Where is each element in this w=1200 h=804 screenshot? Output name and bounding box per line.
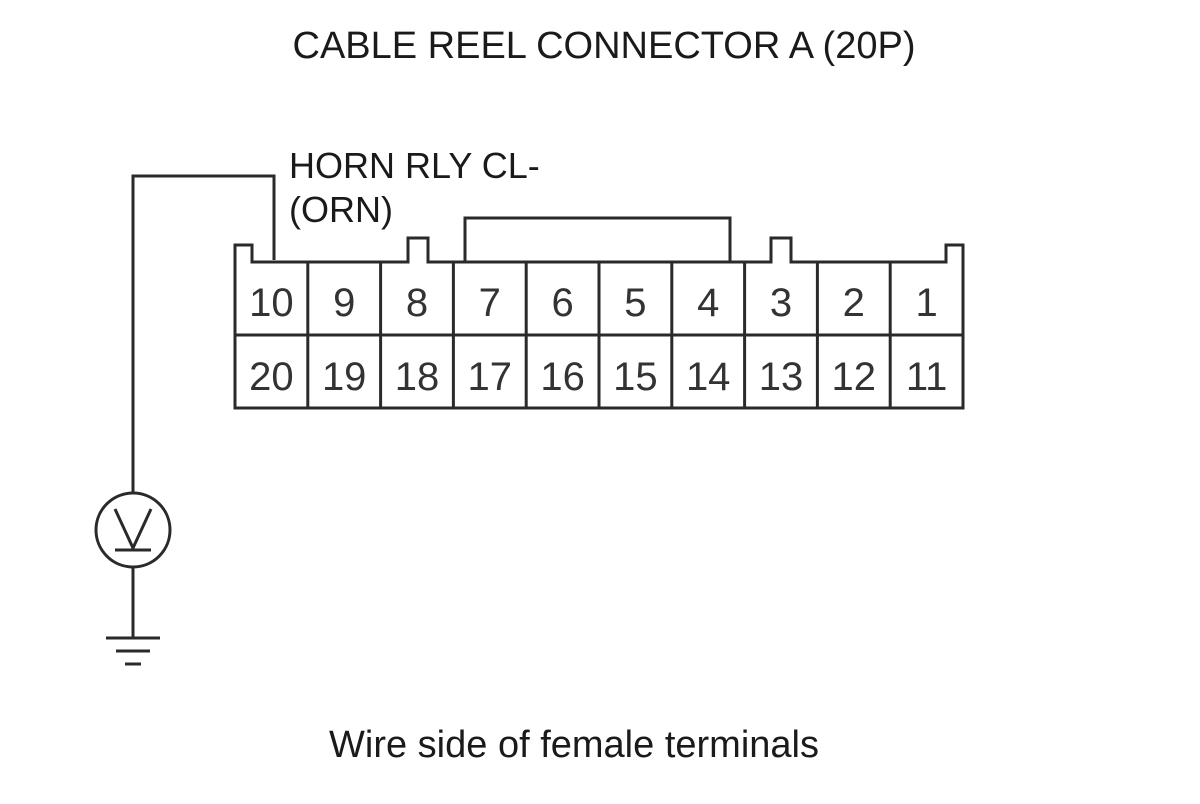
- column-dividers: [306, 262, 892, 408]
- ground-icon: [106, 636, 160, 666]
- pin-number: 6: [551, 281, 573, 325]
- pin-number: 13: [759, 355, 804, 399]
- pin-number: 15: [613, 355, 658, 399]
- pin-number: 4: [697, 281, 719, 325]
- wire-label-line2: (ORN): [289, 189, 393, 230]
- wire-label-line1: HORN RLY CL-: [289, 145, 540, 186]
- pin-number: 19: [322, 355, 367, 399]
- pin-number: 11: [906, 355, 948, 399]
- pin-number: 3: [770, 281, 792, 325]
- voltmeter-icon: [94, 491, 172, 569]
- pin-number: 1: [915, 281, 937, 325]
- pin-number: 7: [479, 281, 501, 325]
- probe-wire: [131, 174, 276, 492]
- diagram-title: CABLE REEL CONNECTOR A (20P): [293, 25, 916, 67]
- pin-number: 8: [406, 281, 428, 325]
- top-row-pins: 10 9 8 7 6 5 4 3 2 1: [249, 281, 938, 325]
- pin-number: 16: [540, 355, 585, 399]
- bottom-row-pins: 20 19 18 17 16 15 14 13 12 11: [249, 355, 947, 399]
- pin-number: 2: [843, 281, 865, 325]
- diagram-caption: Wire side of female terminals: [329, 724, 819, 766]
- pin-number: 20: [249, 355, 294, 399]
- pin-number: 9: [333, 281, 355, 325]
- pin-number: 5: [624, 281, 646, 325]
- pin-number: 10: [249, 281, 294, 325]
- pin-number: 12: [832, 355, 877, 399]
- pin-number: 18: [395, 355, 440, 399]
- connector-latch: [463, 216, 732, 262]
- pin-number: 14: [686, 355, 731, 399]
- pin-number: 17: [468, 355, 513, 399]
